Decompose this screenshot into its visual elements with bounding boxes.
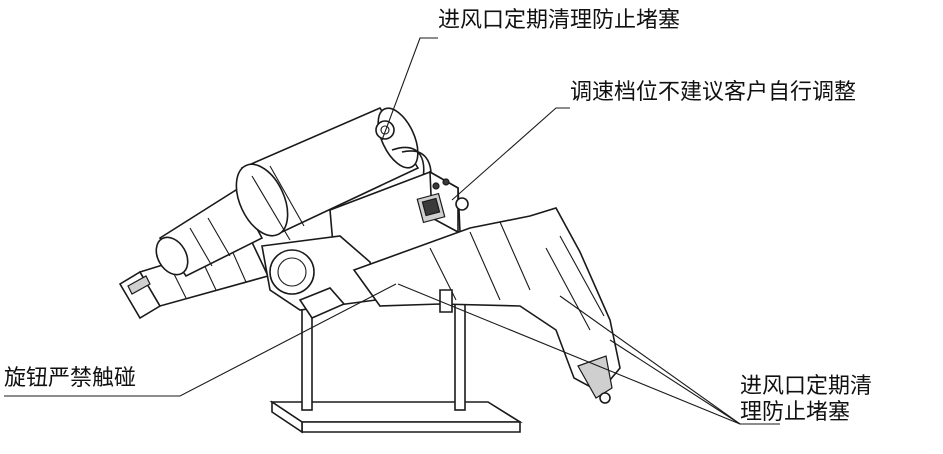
leader-bottom-c — [609, 339, 741, 425]
leader-knob — [4, 283, 397, 397]
leader-bottom-a — [397, 283, 741, 425]
blower-motor — [235, 106, 420, 241]
front-tube — [155, 188, 264, 278]
annotation-inlet-top: 进风口定期清理防止堵塞 — [438, 8, 681, 33]
nozzle-tube — [118, 237, 270, 320]
leader-speed — [451, 107, 570, 201]
leader-bottom-b — [559, 295, 741, 425]
stand — [269, 299, 523, 434]
annotation-inlet-bottom-line1: 进风口定期清 — [740, 374, 873, 399]
annotation-knob-warning: 旋钮严禁触碰 — [4, 366, 137, 391]
leader-lines — [4, 37, 780, 425]
annotation-inlet-bottom-line2: 理防止堵塞 — [740, 400, 851, 425]
handle-grip — [352, 207, 621, 404]
annotation-inlet-bottom: 进风口定期清 理防止堵塞 — [740, 374, 920, 426]
leader-top — [381, 37, 438, 141]
annotation-speed-setting: 调速档位不建议客户自行调整 — [570, 80, 857, 105]
